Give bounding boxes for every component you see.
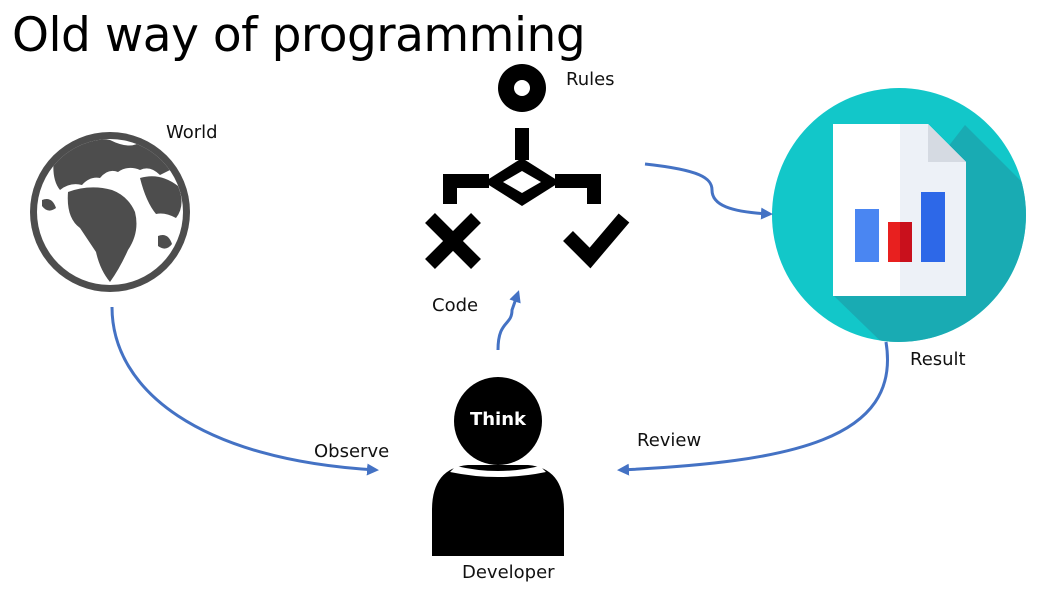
arrow-world-observe (110, 306, 379, 476)
label-world: World (166, 122, 218, 143)
label-developer: Developer (462, 562, 555, 583)
label-result: Result (910, 349, 966, 370)
page-title: Old way of programming (12, 8, 586, 63)
label-think: Think (469, 409, 527, 430)
check-mark-icon (563, 213, 630, 269)
x-mark-icon (425, 213, 481, 269)
developer-person-icon (432, 377, 564, 556)
label-review: Review (637, 430, 702, 451)
arrow-result-review (617, 341, 889, 476)
globe-icon (30, 132, 190, 292)
flowchart-rules-icon (425, 64, 630, 269)
arrow-developer-code (496, 290, 521, 351)
arrow-rules-to-result (644, 162, 773, 220)
label-rules: Rules (566, 69, 615, 90)
label-code: Code (432, 295, 479, 316)
label-observe: Observe (314, 441, 390, 462)
report-chart-icon (772, 88, 1026, 342)
